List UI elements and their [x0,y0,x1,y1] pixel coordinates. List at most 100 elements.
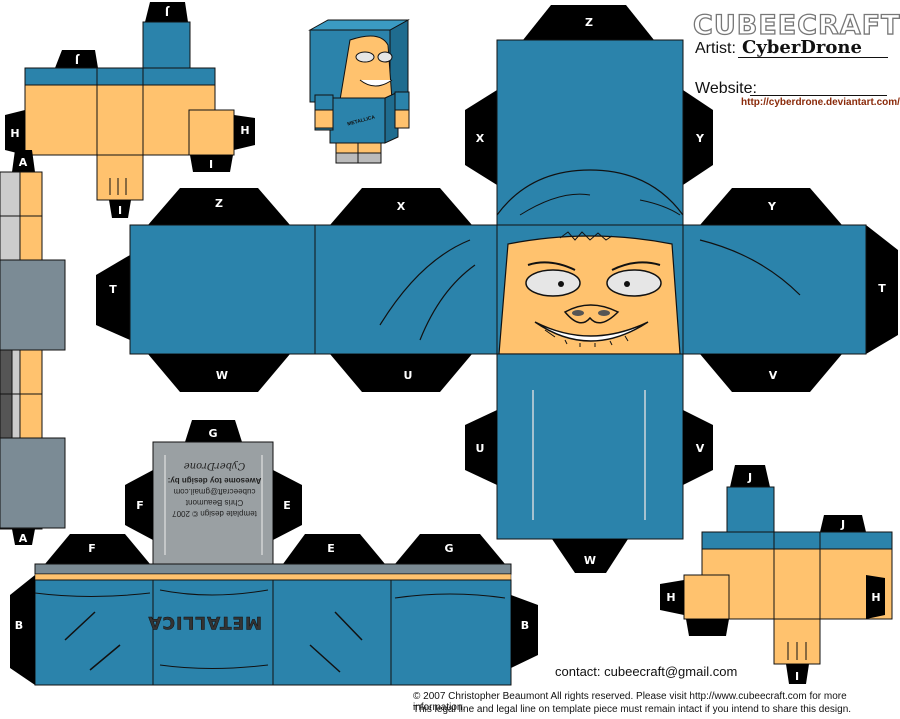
credit-line-4: Awesome toy design by: [167,476,262,485]
label-arm-right-j-top: J [747,471,752,484]
body-wrinkle-2 [159,664,269,669]
body-panel-2 [152,579,274,686]
body-neck-skin [34,573,512,581]
arm-right-fingers [787,642,807,660]
label-head-left-u: U [476,442,485,455]
hair-fringe [496,169,684,216]
website-label: Website: [695,80,757,97]
head-bottom-panel [496,353,684,540]
left-pupil [558,281,564,287]
nose [563,304,620,324]
tab-leg-a-top [12,150,35,172]
leg-strip-grey-2 [0,437,66,529]
tab-head-right [683,90,713,185]
tab-body-f [125,470,153,540]
tab-head-right-v [683,410,713,485]
label-leg-a-bottom: A [19,532,28,545]
label-arm-left-h1: H [10,127,19,140]
left-eye [525,269,581,297]
label-head-top: Z [585,16,593,29]
label-head-right-v: V [696,442,705,455]
label-face-left-top-x: X [397,200,406,213]
body-wrinkle-3 [394,593,506,599]
label-head-bottom: W [584,554,596,567]
body-crease-2 [89,644,121,671]
label-arm-left-i2: I [209,158,213,171]
credit-line-2: Chris Beaumont [185,498,244,507]
face-skin [498,235,681,355]
tab-face-bottom-u [330,354,472,392]
body-crease-4 [309,644,341,673]
label-body-top-g: G [208,427,217,440]
tab-arm-left-j-top [145,2,188,22]
tab-arm-left-h2 [234,115,255,150]
tab-arm-right-h1 [660,580,684,615]
label-face-left-top-z: Z [215,197,223,210]
tab-head-top [523,5,654,40]
hair-strands [559,231,613,241]
tab-body-top-f [45,534,150,564]
arm-left-sleeve [24,67,216,86]
arm-left-side-block [188,109,235,156]
copyright-line-2: This legal line and legal line on templa… [413,704,852,715]
tab-arm-right-h2 [866,575,885,619]
tab-head-left-u [465,410,497,485]
body-wrinkle-4 [34,592,151,597]
artist-underline [738,57,888,58]
arm-left-top-block [142,21,191,69]
label-face-bottom-v: V [769,369,778,382]
body-wrinkle-1 [159,589,269,596]
hood-line-left [379,239,471,326]
credit-line-1: template design © 2007 [172,509,257,518]
left-nostril [572,310,584,316]
tab-arm-right-i2 [686,619,729,636]
label-arm-right-j: J [840,518,845,531]
shirt-band-logo: METALLICA [147,612,262,633]
arm-left-hand [96,154,144,201]
hood-line-right [699,239,801,296]
arm-left-skin [24,84,216,156]
label-arm-right-i: I [795,670,799,683]
label-arm-left-i1: I [118,204,122,217]
body-panel-1 [34,579,154,686]
head-right-panel [682,224,867,355]
arm-left-fingers [109,178,127,195]
arm-right-skin [701,548,893,620]
left-brow [527,261,576,271]
tab-body-top-g [185,420,242,442]
label-head-left: X [476,132,485,145]
tab-face-left-top-z [148,188,290,225]
label-face-left-t: T [109,283,117,296]
tab-body-e [273,470,302,540]
credit-signature: CyberDrone [183,460,246,471]
label-leg-a-top: A [19,156,28,169]
label-body-left-b: B [15,619,23,632]
hood-line-left-2 [419,264,476,341]
tab-arm-right-j [820,515,866,532]
head-back-panel [496,39,684,226]
body-crease-1 [64,611,96,641]
leg-strip-grey [0,259,66,351]
label-face-right-top-y: Y [767,200,777,213]
tab-head-left [465,90,497,185]
tab-face-bottom-w [148,354,290,392]
tab-head-bottom [552,539,628,573]
artist-name: CyberDrone [742,37,862,58]
body-panel-3 [272,579,392,686]
label-face-bottom-w: W [216,369,228,382]
tab-arm-right-i [786,664,809,684]
label-body-top-g2: G [444,542,453,555]
tab-body-top-g2 [395,534,505,564]
arm-right-top-block [726,486,775,533]
tab-leg-a-bottom [12,529,35,545]
right-nostril [598,310,610,316]
cubeecraft-logo: CUBEECRAFT [692,9,900,41]
label-arm-right-h1: H [666,591,675,604]
tab-arm-left-i1 [109,200,131,218]
label-body-e: E [283,499,291,512]
arm-right-sleeve [701,531,893,550]
tab-arm-left-i2 [190,155,233,172]
tab-face-right-t [866,225,898,354]
label-body-top-f: F [88,542,96,555]
